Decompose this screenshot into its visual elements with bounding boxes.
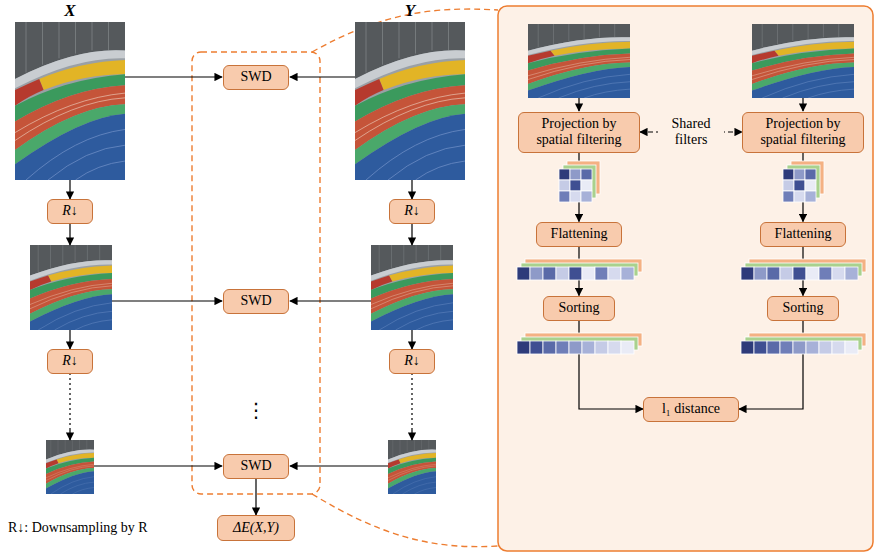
stadium-photo (355, 22, 465, 180)
node-text: Sorting (558, 300, 599, 316)
connector-arrow (255, 479, 256, 516)
node-text: Flattening (551, 226, 608, 242)
arrow (290, 465, 388, 466)
downsample-box: R↓ (389, 349, 435, 374)
arrow (578, 98, 579, 111)
node-text: SWD (240, 69, 271, 85)
edge-label: Shared filters (658, 116, 724, 148)
node-text: SWD (240, 458, 271, 474)
arrow (69, 180, 70, 199)
arrow (94, 465, 222, 466)
process-box: Projection by spatial filtering (742, 112, 864, 153)
feature-maps (559, 161, 600, 202)
process-box: Sorting (543, 296, 615, 321)
process-box: Flattening (760, 222, 846, 247)
process-box: Flattening (536, 222, 622, 247)
zoom-curve (312, 494, 498, 547)
layout-arrows (70, 77, 803, 466)
swd-box: SWD (223, 289, 289, 314)
arrow (69, 428, 70, 440)
arrow (290, 300, 371, 301)
node-text: R↓ (404, 203, 420, 219)
stadium-photo (388, 440, 436, 494)
arrow (411, 330, 412, 349)
downsample-box: R↓ (47, 349, 93, 374)
node-text: Sorting (782, 300, 823, 316)
arrow (125, 76, 222, 77)
feature-maps (783, 161, 824, 202)
arrow (411, 180, 412, 199)
arrow (69, 330, 70, 349)
downsample-box: R↓ (47, 199, 93, 224)
node-text: R↓ (404, 353, 420, 369)
result-box: ΔE(X,Y) (217, 515, 295, 541)
stadium-photo (30, 245, 112, 330)
stadium-photo (371, 245, 453, 330)
legend-note: R↓: Downsampling by R (8, 520, 148, 536)
image-label: X (64, 1, 75, 21)
swd-group-outline (192, 52, 320, 494)
node-text: SWD (240, 293, 271, 309)
image-label: Y (405, 1, 415, 21)
process-box: l₁ distance (643, 397, 739, 422)
flattened-vectors (517, 259, 642, 280)
node-text: ΔE(X,Y) (233, 520, 279, 536)
detail-panel (498, 6, 873, 551)
node-text: Flattening (775, 226, 832, 242)
node-text: l₁ distance (662, 401, 720, 417)
process-box: Sorting (767, 296, 839, 321)
stadium-photo (15, 22, 125, 180)
node-text: Projection by spatial filtering (750, 116, 856, 148)
ellipsis: ⋮ (246, 398, 266, 422)
sorted-vectors (517, 333, 642, 354)
arrow (802, 98, 803, 111)
process-box: Projection by spatial filtering (518, 112, 640, 153)
node-text: R↓ (62, 353, 78, 369)
arrow (69, 223, 70, 245)
stadium-photo (752, 24, 854, 98)
dotted-arrow (69, 373, 70, 428)
downsample-box: R↓ (389, 199, 435, 224)
flattened-vectors (741, 259, 866, 280)
dotted-arrow (411, 373, 412, 428)
node-text: R↓ (62, 203, 78, 219)
stadium-photo (528, 24, 630, 98)
node-text: Projection by spatial filtering (526, 116, 632, 148)
sorted-vectors (741, 333, 866, 354)
arrow (112, 300, 222, 301)
arrow (411, 223, 412, 245)
arrow (411, 428, 412, 440)
stadium-photo (46, 440, 94, 494)
arrow (290, 76, 355, 77)
swd-box: SWD (223, 65, 289, 90)
swd-box: SWD (223, 454, 289, 479)
